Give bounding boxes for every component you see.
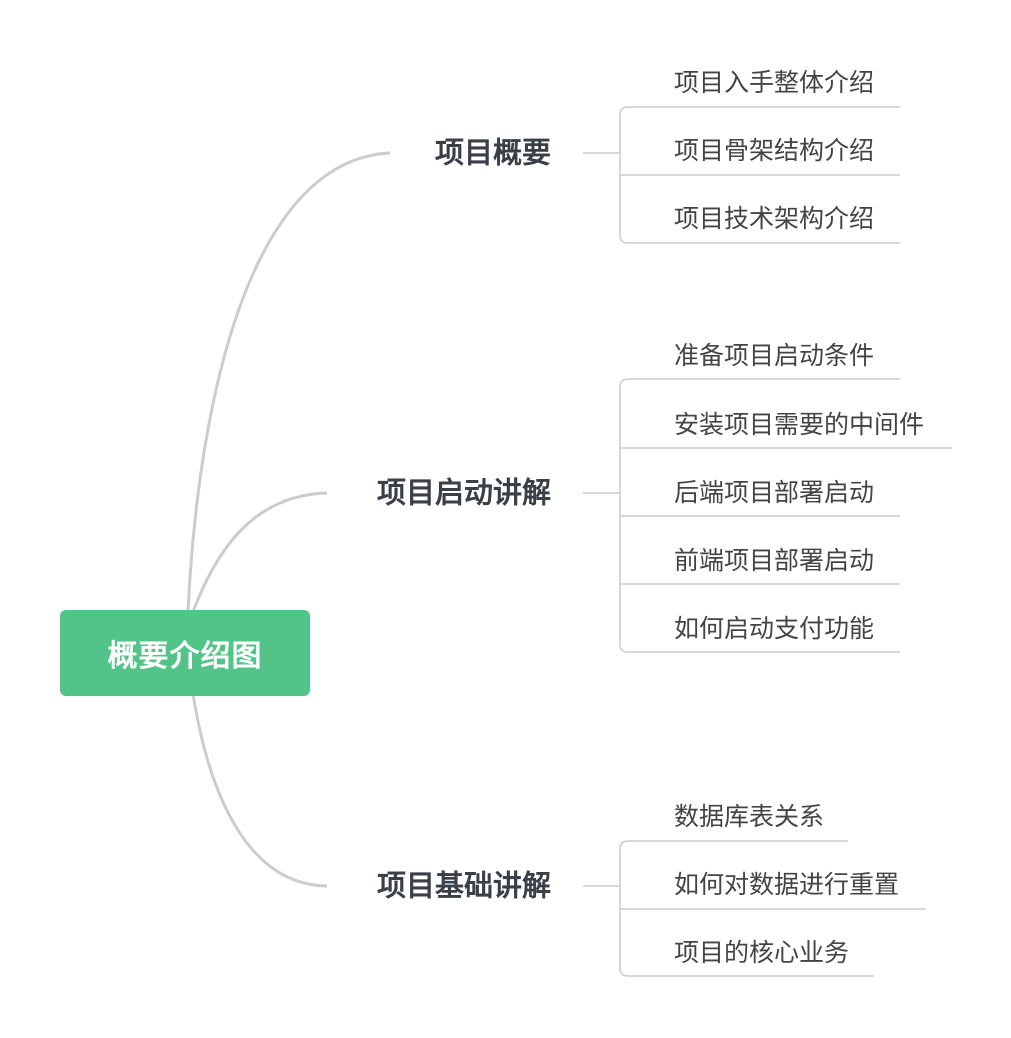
leaf-node[interactable]: 项目的核心业务 (674, 938, 850, 967)
leaf-node[interactable]: 后端项目部署启动 (674, 478, 875, 507)
leaf-node[interactable]: 准备项目启动条件 (674, 341, 875, 370)
root-node[interactable]: 概要介绍图 (60, 610, 310, 696)
leaf-node[interactable]: 如何对数据进行重置 (674, 870, 900, 899)
leaf-node[interactable]: 安装项目需要的中间件 (674, 410, 925, 439)
connector-root-branch-3 (191, 693, 328, 888)
leaf-node[interactable]: 如何启动支付功能 (674, 614, 875, 643)
leaf-node[interactable]: 项目入手整体介绍 (674, 68, 875, 97)
leaf-node[interactable]: 前端项目部署启动 (674, 546, 875, 575)
branch-node-project-overview[interactable]: 项目概要 (434, 135, 551, 170)
leaf-node[interactable]: 项目技术架构介绍 (674, 204, 875, 233)
leaf-node[interactable]: 数据库表关系 (674, 802, 825, 831)
branch-node-project-basics[interactable]: 项目基础讲解 (376, 868, 551, 903)
connector-root-branch-1 (186, 151, 391, 613)
connector-root-branch-2 (191, 491, 328, 613)
leaf-node[interactable]: 项目骨架结构介绍 (674, 136, 875, 165)
branch-node-project-startup[interactable]: 项目启动讲解 (376, 475, 551, 510)
root-node-label: 概要介绍图 (107, 639, 263, 674)
